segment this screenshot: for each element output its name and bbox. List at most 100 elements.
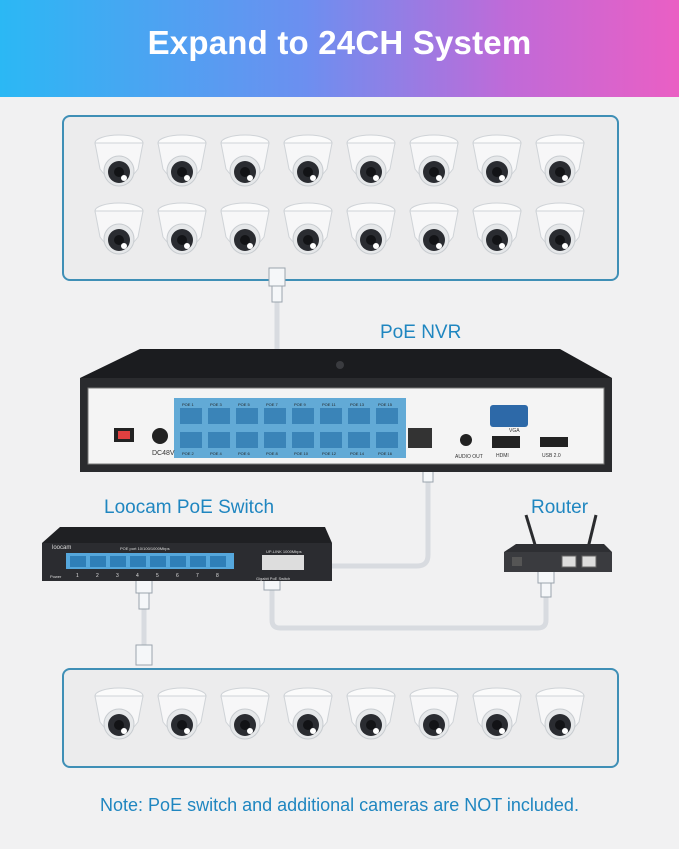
top-camera	[88, 199, 150, 265]
top-camera	[466, 131, 528, 197]
bottom-camera	[214, 684, 276, 750]
cable-nvr-to-switch	[320, 455, 431, 569]
nvr-poe-label: POE 8	[266, 451, 279, 456]
top-camera	[529, 131, 591, 197]
dome-camera-icon	[409, 687, 459, 740]
bottom-camera-group	[62, 668, 619, 768]
bottom-camera	[403, 684, 465, 750]
switch-poe-port	[210, 556, 226, 567]
dome-camera-icon	[472, 687, 522, 740]
nvr-poe-label: POE 4	[210, 451, 223, 456]
switch-poe-caption: POE port 10/100/1000Mbps	[120, 546, 170, 551]
dome-camera-icon	[283, 687, 333, 740]
nvr-poe-port	[292, 432, 314, 448]
switch-poe-port	[110, 556, 126, 567]
nvr-audio-jack	[460, 434, 472, 446]
nvr-power-label: DC48V	[152, 450, 175, 457]
router-device	[504, 514, 612, 572]
nvr-poe-label: POE 9	[294, 402, 307, 407]
bottom-camera	[466, 684, 528, 750]
nvr-poe-port	[376, 432, 398, 448]
nvr-poe-port	[264, 432, 286, 448]
switch-poe-port	[90, 556, 106, 567]
nvr-poe-label: POE 3	[210, 402, 223, 407]
switch-port-number: 1	[76, 573, 79, 579]
dome-camera-icon	[535, 202, 585, 255]
switch-uplink-caption: UP-LINK 1000Mbps	[266, 549, 302, 554]
dome-camera-icon	[157, 202, 207, 255]
dome-camera-icon	[409, 134, 459, 187]
nvr-label: PoE NVR	[380, 322, 462, 343]
nvr-poe-port	[180, 432, 202, 448]
top-camera	[277, 199, 339, 265]
nvr-audio-label: AUDIO OUT	[455, 454, 483, 460]
top-camera	[88, 131, 150, 197]
switch-model-label: Gigabit PoE Switch	[256, 576, 290, 581]
bottom-camera	[340, 684, 402, 750]
dome-camera-icon	[472, 202, 522, 255]
top-camera	[214, 199, 276, 265]
dome-camera-icon	[472, 134, 522, 187]
bottom-camera	[529, 684, 591, 750]
nvr-poe-label: POE 14	[350, 451, 365, 456]
nvr-poe-port	[348, 432, 370, 448]
nvr-poe-port	[320, 408, 342, 424]
nvr-poe-label: POE 13	[350, 402, 365, 407]
top-camera	[214, 131, 276, 197]
nvr-poe-port	[376, 408, 398, 424]
dome-camera-icon	[283, 134, 333, 187]
top-camera	[466, 199, 528, 265]
nvr-usb-label: USB 2.0	[542, 453, 561, 459]
nvr-poe-port	[236, 408, 258, 424]
switch-port-number: 6	[176, 573, 179, 579]
dome-camera-icon	[535, 687, 585, 740]
bottom-camera	[88, 684, 150, 750]
nvr-usb-port	[540, 437, 568, 447]
nvr-poe-port	[208, 408, 230, 424]
dome-camera-icon	[94, 687, 144, 740]
header-banner: Expand to 24CH System	[0, 0, 679, 97]
nvr-poe-port	[236, 432, 258, 448]
nvr-poe-label: POE 12	[322, 451, 337, 456]
switch-port-number: 2	[96, 573, 99, 579]
nvr-vga-label: VGA	[509, 428, 520, 434]
dome-camera-icon	[346, 202, 396, 255]
top-camera	[277, 131, 339, 197]
nvr-poe-label: POE 11	[322, 402, 336, 407]
nvr-poe-port-block	[174, 398, 406, 458]
top-camera-grid	[64, 117, 617, 279]
switch-port-number: 5	[156, 573, 159, 579]
dome-camera-icon	[94, 134, 144, 187]
router-label: Router	[531, 497, 589, 518]
nvr-poe-port	[180, 408, 202, 424]
dome-camera-icon	[346, 134, 396, 187]
switch-port-number: 8	[216, 573, 219, 579]
dome-camera-icon	[220, 687, 270, 740]
nvr-poe-label: POE 2	[182, 451, 195, 456]
nvr-poe-port	[264, 408, 286, 424]
nvr-poe-label: POE 7	[266, 402, 279, 407]
nvr-poe-port	[292, 408, 314, 424]
top-camera	[529, 199, 591, 265]
nvr-poe-port	[320, 432, 342, 448]
dome-camera-icon	[346, 687, 396, 740]
nvr-poe-label: POE 15	[378, 402, 393, 407]
dome-camera-icon	[220, 202, 270, 255]
switch-power-label: Power	[50, 574, 62, 579]
top-camera	[340, 199, 402, 265]
cable-switch-to-router	[269, 565, 549, 631]
bottom-camera	[277, 684, 339, 750]
nvr-poe-port	[348, 408, 370, 424]
switch-uplink-block	[262, 555, 304, 570]
switch-port-number: 7	[196, 573, 199, 579]
top-camera	[340, 131, 402, 197]
nvr-poe-label: POE 6	[238, 451, 251, 456]
dome-camera-icon	[157, 134, 207, 187]
switch-poe-port	[130, 556, 146, 567]
top-camera	[403, 199, 465, 265]
dome-camera-icon	[409, 202, 459, 255]
nvr-poe-label: POE 5	[238, 402, 251, 407]
dome-camera-icon	[157, 687, 207, 740]
nvr-lan-port	[408, 428, 432, 448]
bottom-camera-grid	[64, 670, 617, 766]
